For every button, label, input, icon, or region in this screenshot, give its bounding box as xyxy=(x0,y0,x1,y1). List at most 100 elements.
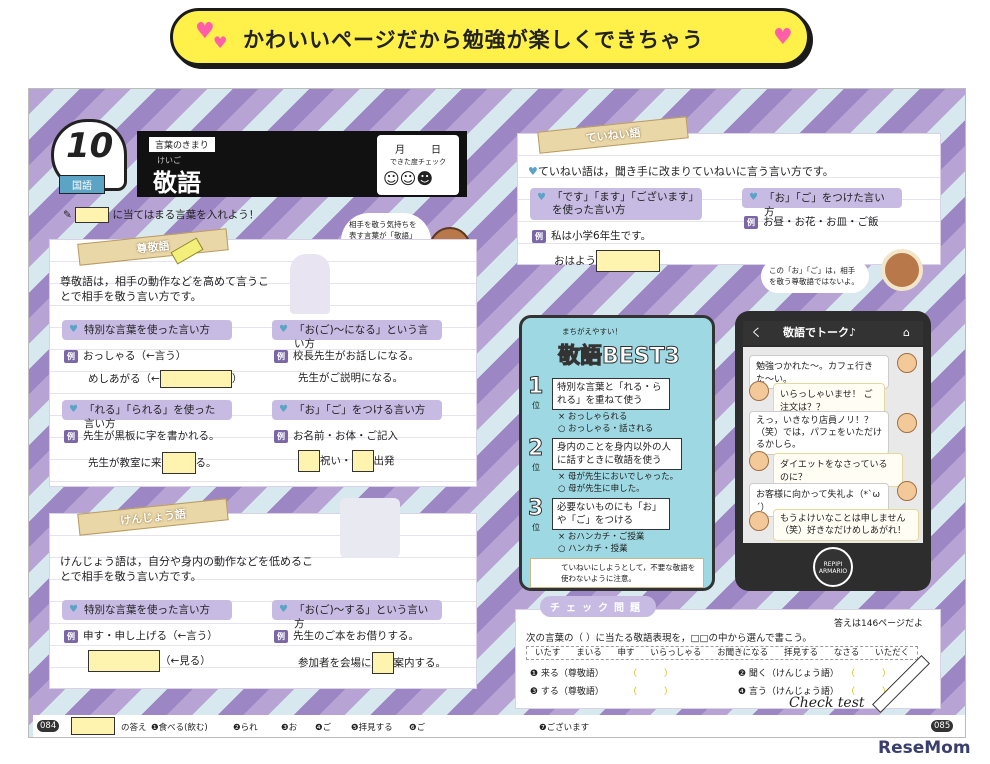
answer-slot[interactable]: （ ） xyxy=(846,687,892,697)
right-page: ていねい語 ♥ていねい語は，聞き手に改まりていねいに言う言い方です。 「です」「… xyxy=(499,89,969,737)
watermark: ReseMom xyxy=(878,738,971,758)
date-check-box: 月 日 できた度チェック ☺☺☻ xyxy=(377,135,459,195)
teineigo-desc: ♥ていねい語は，聞き手に改まりていねいに言う言い方です。 xyxy=(528,165,834,178)
teineigo-card: ていねい語 ♥ていねい語は，聞き手に改まりていねいに言う言い方です。 「です」「… xyxy=(517,116,941,272)
answer-slot[interactable]: （ ） xyxy=(846,669,892,679)
check-item: ❹ 言う（けんじょう語） xyxy=(738,687,839,697)
pill-o-suru: 「お(ご)〜する」という言い方 xyxy=(272,600,442,630)
pencil-icon: ✎ xyxy=(63,209,72,221)
title-bar: 言葉のきまり けいご 敬語 月 日 できた度チェック ☺☺☻ xyxy=(137,131,467,197)
heart-icon: ♥ xyxy=(195,19,215,44)
best3-title: 敬語BEST3 xyxy=(558,344,681,370)
left-footer: 084 の答え ❶食べる(飲む) ❷られ ❸お ❹ご ❺拝見する ❻ご xyxy=(33,715,499,737)
face-icons[interactable]: ☺☺☻ xyxy=(383,169,434,188)
page-number: 085 xyxy=(931,720,954,732)
example: 例申す・申し上げる（←言う） xyxy=(64,628,218,643)
left-page: 10 国語 言葉のきまり けいご 敬語 月 日 できた度チェック ☺☺☻ ✎ に… xyxy=(29,89,499,737)
kenjougo-card: けんじょう語 けんじょう語は，自分や身内の動作などを低めることで相手を敬う言い方… xyxy=(49,498,477,689)
avatar xyxy=(897,481,917,501)
example: 祝い・出発 xyxy=(298,450,395,472)
heart-icon: ♥ xyxy=(773,25,793,50)
answer-blank-6[interactable] xyxy=(371,652,394,674)
blank-sample xyxy=(75,207,110,223)
kenjougo-heading: けんじょう語 xyxy=(77,498,229,536)
kenjougo-desc: けんじょう語は，自分や身内の動作などを低めることで相手を敬う言い方です。 xyxy=(60,555,313,583)
example: 例お昼・お花・お皿・ご飯 xyxy=(744,214,879,229)
answer-slot[interactable]: （ ） xyxy=(628,669,674,679)
avatar xyxy=(897,413,917,433)
example: 参加者を会場に案内する。 xyxy=(298,652,446,674)
pill-special-words: 特別な言葉を使った言い方 xyxy=(62,320,232,340)
pill-o-go: 「お」「ご」をつけた言い方 xyxy=(742,188,902,218)
best3-note: ていねいにしようとして，不要な敬語を使わないように注意。 xyxy=(530,558,704,588)
check-label: できた度チェック xyxy=(390,158,446,166)
answer-slot[interactable]: （ ） xyxy=(628,687,674,697)
pill-special-words: 特別な言葉を使った言い方 xyxy=(62,600,232,620)
chat-message: えっ，いきなり店員ノリ！？（笑）では，パフェをいただけるかしら。 xyxy=(749,411,889,455)
chat-message: ダイエットをなさっているのに？ xyxy=(773,453,903,487)
sonkeigo-desc: 尊敬語は，相手の動作などを高めて言うことで相手を敬う言い方です。 xyxy=(60,275,269,303)
example: （←見る） xyxy=(88,650,211,672)
subject-label: 国語 xyxy=(59,175,105,194)
answer-blank-1[interactable] xyxy=(159,370,232,388)
choice-box: いたす まいる 申す いらっしゃる お聞きになる 拝見する なさる いただく xyxy=(526,646,918,660)
answer-blank-4[interactable] xyxy=(351,450,374,472)
chat-phone: く 敬語でトーク♪ ⌂ 勉強つかれた〜。カフェ行きた〜い。 いらっしゃいませ！ … xyxy=(735,311,931,591)
best3-item-1: 特別な言葉と「れる・られる」を重ねて使う xyxy=(552,378,670,410)
prince-illustration xyxy=(340,498,400,558)
chat-message: もうよけいなことは申しません（笑）好きなだけめしあがれ！ xyxy=(773,509,919,541)
example: 例校長先生がお話しになる。 xyxy=(274,348,419,363)
top-banner: ♥ ♥ かわいいページだから勉強が楽しくできちゃう ♥ xyxy=(170,8,810,66)
answer-blank-2[interactable] xyxy=(161,452,196,474)
answer-blank-3[interactable] xyxy=(298,450,320,472)
example: 例先生が黒板に字を書かれる。 xyxy=(64,428,220,443)
example: めしあがる（←） xyxy=(88,370,242,388)
example: 例先生のご本をお借りする。 xyxy=(274,628,419,643)
textbook-spread: 10 国語 言葉のきまり けいご 敬語 月 日 できた度チェック ☺☺☻ ✎ に… xyxy=(28,88,966,738)
right-footer: ❼ございます 085 xyxy=(499,715,965,737)
answer-blank-7[interactable] xyxy=(596,250,660,272)
banner-text: かわいいページだから勉強が楽しくできちゃう xyxy=(243,28,704,52)
best3-item-2: 身内のことを身内以外の人に話すときに敬語を使う xyxy=(552,438,682,470)
avatar xyxy=(749,451,769,471)
example: 例お名前・お体・ご記入 xyxy=(274,428,398,443)
sonkeigo-card: 尊敬語 尊敬語は，相手の動作などを高めて言うことで相手を敬う言い方です。 特別な… xyxy=(49,228,477,487)
answer-reference: 答えは146ページだよ xyxy=(834,619,923,629)
example: おはよう xyxy=(554,250,660,272)
home-icon[interactable]: ⌂ xyxy=(903,326,910,339)
pill-reru-rareru: 「れる」「られる」を使った言い方 xyxy=(62,400,232,430)
princess-illustration xyxy=(290,254,330,314)
page-title: 敬語 xyxy=(153,169,201,197)
chat-header: く 敬語でトーク♪ ⌂ xyxy=(743,321,923,345)
best3-phone: まちがえやすい！ 敬語BEST3 1 位 特別な言葉と「れる・られる」を重ねて使… xyxy=(519,315,715,591)
check-item: ❸ する（尊敬語） xyxy=(530,687,604,697)
pill-o-ni-naru: 「お(ご)〜になる」という言い方 xyxy=(272,320,442,350)
chat-body: 勉強つかれた〜。カフェ行きた〜い。 いらっしゃいませ！ ご注文は？？ えっ，いき… xyxy=(743,347,923,543)
example: 先生がご説明になる。 xyxy=(298,372,403,384)
avatar xyxy=(897,353,917,373)
answer-blank-5[interactable] xyxy=(88,650,160,672)
example: 先生が教室に来る。 xyxy=(88,452,217,474)
check-card: チェック問題 答えは146ページだよ 次の言葉の（ ）に当たる敬語表現を，□□の… xyxy=(515,596,941,709)
best3-small: まちがえやすい！ xyxy=(562,327,622,336)
example: 例私は小学6年生です。 xyxy=(532,228,651,243)
avatar xyxy=(749,381,769,401)
bear-icon xyxy=(881,249,923,291)
chat-title: 敬語でトーク♪ xyxy=(783,326,857,339)
answer-key-blank xyxy=(71,717,115,735)
category-label: 言葉のきまり xyxy=(149,137,215,152)
title-ruby: けいご xyxy=(157,156,181,165)
back-icon[interactable]: く xyxy=(751,326,762,339)
avatar xyxy=(749,511,769,531)
heart-icon: ♥ xyxy=(213,33,228,52)
lesson-number: 10 xyxy=(66,126,114,166)
check-test-label: Check test xyxy=(789,695,865,711)
example: 例おっしゃる（←言う） xyxy=(64,348,186,363)
footer-answer: ❼ございます xyxy=(539,723,590,733)
check-title: チェック問題 xyxy=(540,596,656,617)
check-question: 次の言葉の（ ）に当たる敬語表現を，□□の中から選んで書こう。 xyxy=(526,633,812,644)
check-item: ❶ 来る（尊敬語） xyxy=(530,669,604,679)
pill-desu-masu: 「です」「ます」「ございます」を使った言い方 xyxy=(530,188,702,220)
check-item: ❷ 聞く（けんじょう語） xyxy=(738,669,839,679)
brand-button[interactable]: REPIPI ARMARIO xyxy=(813,547,853,587)
